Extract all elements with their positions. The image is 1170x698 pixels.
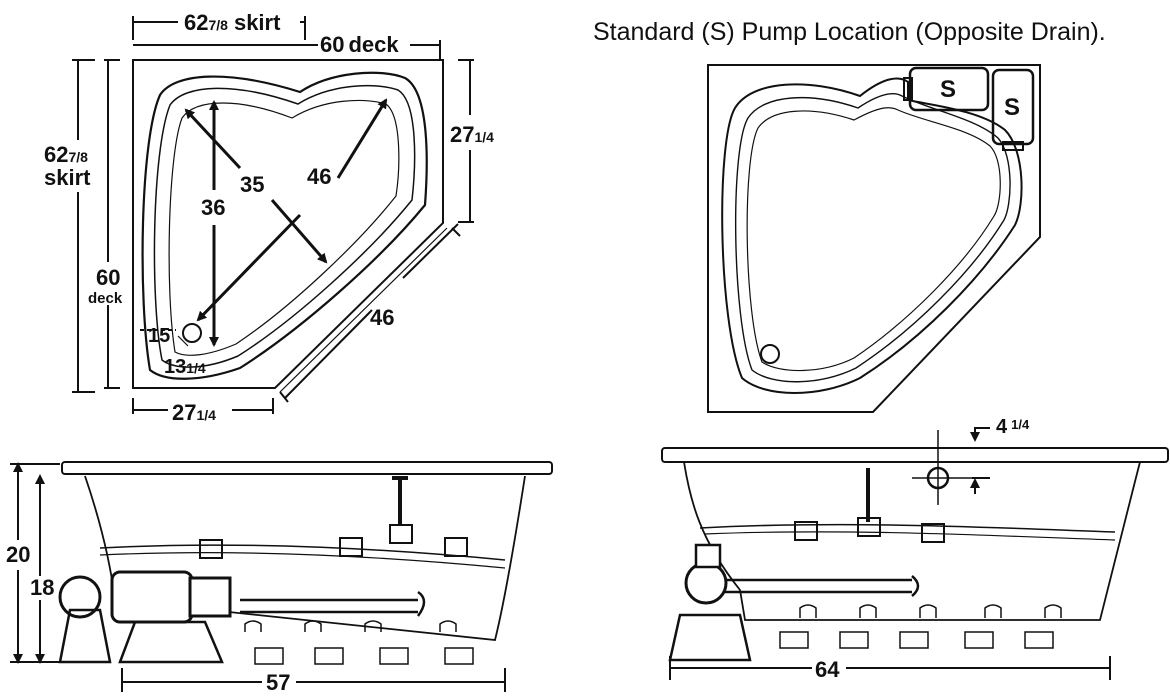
- length-right-label: 64: [815, 657, 840, 682]
- drain-circle: [182, 323, 202, 343]
- jets-row-left: [244, 620, 457, 632]
- drain-x-label: 15: [148, 325, 170, 347]
- inner-cross-label: 35: [240, 172, 264, 197]
- drain-y-label: 131/4: [164, 356, 206, 378]
- deck-left-word: deck: [88, 290, 123, 307]
- pump-plan-view: [707, 64, 1041, 413]
- tub-rim-inner: [153, 84, 416, 368]
- plan-dimensions: [72, 16, 474, 414]
- side-view-left: [58, 461, 553, 665]
- pump-base-right: [668, 613, 752, 662]
- diagonal-edge-label: 46: [370, 305, 394, 330]
- side-right-dimensions: [669, 427, 1111, 680]
- pump-location-heading: Standard (S) Pump Location (Opposite Dra…: [593, 18, 1106, 46]
- tub-deck-right: [661, 447, 1169, 463]
- tub-deck-left: [61, 461, 553, 475]
- pump-label-2: S: [1004, 94, 1020, 121]
- pump-housing-2: [991, 68, 1035, 146]
- pump-wheel-left: [58, 575, 102, 619]
- tub-height-label: 18: [30, 575, 54, 600]
- pump-wheel-right: [684, 561, 728, 605]
- right-side-label: 271/4: [450, 122, 494, 147]
- inner-diagonal-label: 46: [307, 164, 331, 189]
- length-left-label: 57: [266, 670, 290, 695]
- jets-row-right: [799, 604, 1062, 618]
- motor-base-left: [118, 620, 224, 664]
- overall-height-label: 20: [6, 542, 30, 567]
- tub-rim-outer: [141, 71, 428, 380]
- arrow-46-inner: [198, 100, 386, 320]
- tub-shell-left: [84, 475, 526, 641]
- pump-plan-outline: [707, 64, 1041, 413]
- tub-shell-right: [683, 461, 1141, 621]
- pump-label-1: S: [940, 76, 956, 103]
- pump-base-left: [58, 608, 112, 664]
- side-left-dimensions: [10, 464, 506, 692]
- side-view-right: [661, 430, 1169, 662]
- pump-tub-rim-inner: [734, 93, 1011, 383]
- bottom-side-label: 271/4: [172, 400, 216, 425]
- feet-left: [254, 647, 474, 665]
- deck-outline: [132, 59, 444, 389]
- skirt-left-label: 627/8: [44, 142, 88, 167]
- motor-left: [110, 570, 194, 624]
- pump-tub-basin: [746, 107, 1001, 372]
- skirt-left-word: skirt: [44, 165, 91, 190]
- plan-inner-arrows: [140, 100, 386, 345]
- deck-left-label: 60: [96, 265, 120, 290]
- feet-right: [779, 631, 1054, 649]
- pump-drain-circle: [760, 344, 780, 364]
- pump-housing-1: [908, 66, 990, 112]
- inner-height-label: 36: [201, 195, 225, 220]
